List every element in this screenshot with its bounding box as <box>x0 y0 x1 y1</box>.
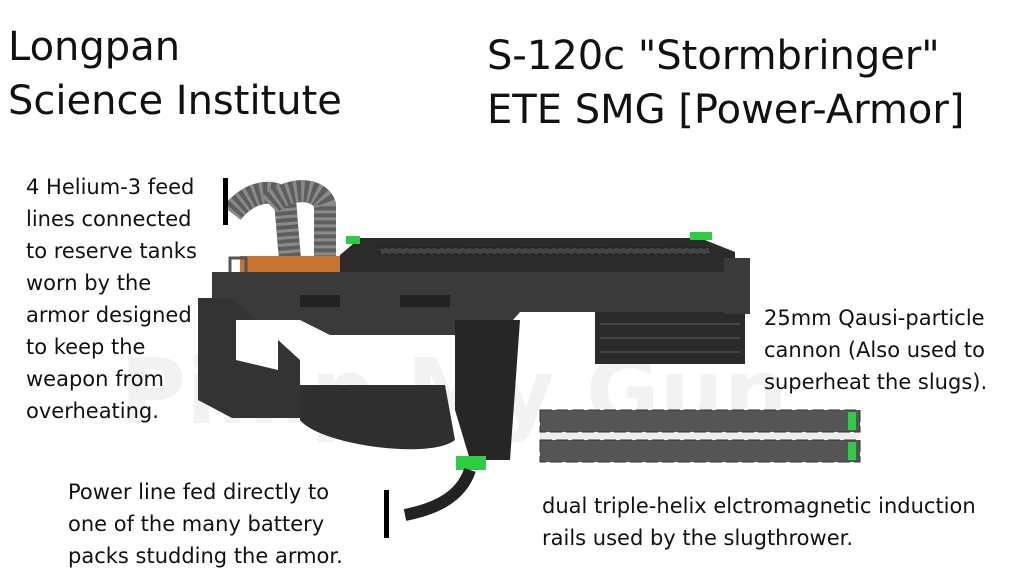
rear-sight-green <box>346 236 360 244</box>
annotation-line: weapon from <box>26 367 164 391</box>
receiver-upper <box>340 232 735 272</box>
annotation-line: one of the many battery <box>68 512 325 536</box>
pistol-grip <box>455 320 520 460</box>
annotation-line: overheating. <box>26 399 159 423</box>
annotation-helium-feed: 4 Helium-3 feed lines connected to reser… <box>26 171 226 427</box>
annotation-line: superheat the slugs). <box>764 370 988 394</box>
annotation-line: 4 Helium-3 feed <box>26 175 195 199</box>
annotation-helix-rails: dual triple-helix elctromagnetic inducti… <box>542 490 1012 554</box>
weapon-title: S-120c "Stormbringer" ETE SMG [Power-Arm… <box>487 29 964 137</box>
annotation-line: to keep the <box>26 335 146 359</box>
annotation-line: to reserve tanks <box>26 239 197 263</box>
receiver-body <box>212 272 735 335</box>
annotation-power-line: Power line fed directly to one of the ma… <box>68 476 368 572</box>
annotation-line: cannon (Also used to <box>764 338 985 362</box>
helium-feed-lines <box>223 180 336 261</box>
magazine <box>300 385 455 450</box>
annotation-line: lines connected <box>26 207 192 231</box>
annotation-line: worn by the <box>26 271 152 295</box>
institute-title-line-1: Longpan <box>8 24 181 70</box>
annotation-line: rails used by the slugthrower. <box>542 526 853 550</box>
annotation-line: dual triple-helix elctromagnetic inducti… <box>542 494 976 518</box>
weapon-title-line-1: S-120c "Stormbringer" <box>487 33 940 79</box>
helix-rails <box>539 409 861 463</box>
grip-green-ring <box>456 456 486 470</box>
cannon-barrel <box>595 258 750 364</box>
annotation-line: packs studding the armor. <box>68 544 343 568</box>
weapon-title-line-2: ETE SMG [Power-Armor] <box>487 87 965 133</box>
annotation-cannon: 25mm Qausi-particle cannon (Also used to… <box>764 302 1014 398</box>
annotation-line: 25mm Qausi-particle <box>764 306 985 330</box>
institute-title: Longpan Science Institute <box>8 20 342 128</box>
institute-title-line-2: Science Institute <box>8 78 342 124</box>
front-sight-green <box>690 232 712 240</box>
stock-cutout <box>236 320 278 370</box>
helium-marker-line <box>223 178 228 225</box>
annotation-line: armor designed <box>26 303 192 327</box>
power-line <box>403 467 476 521</box>
power-marker-line <box>384 490 389 538</box>
annotation-line: Power line fed directly to <box>68 480 330 504</box>
